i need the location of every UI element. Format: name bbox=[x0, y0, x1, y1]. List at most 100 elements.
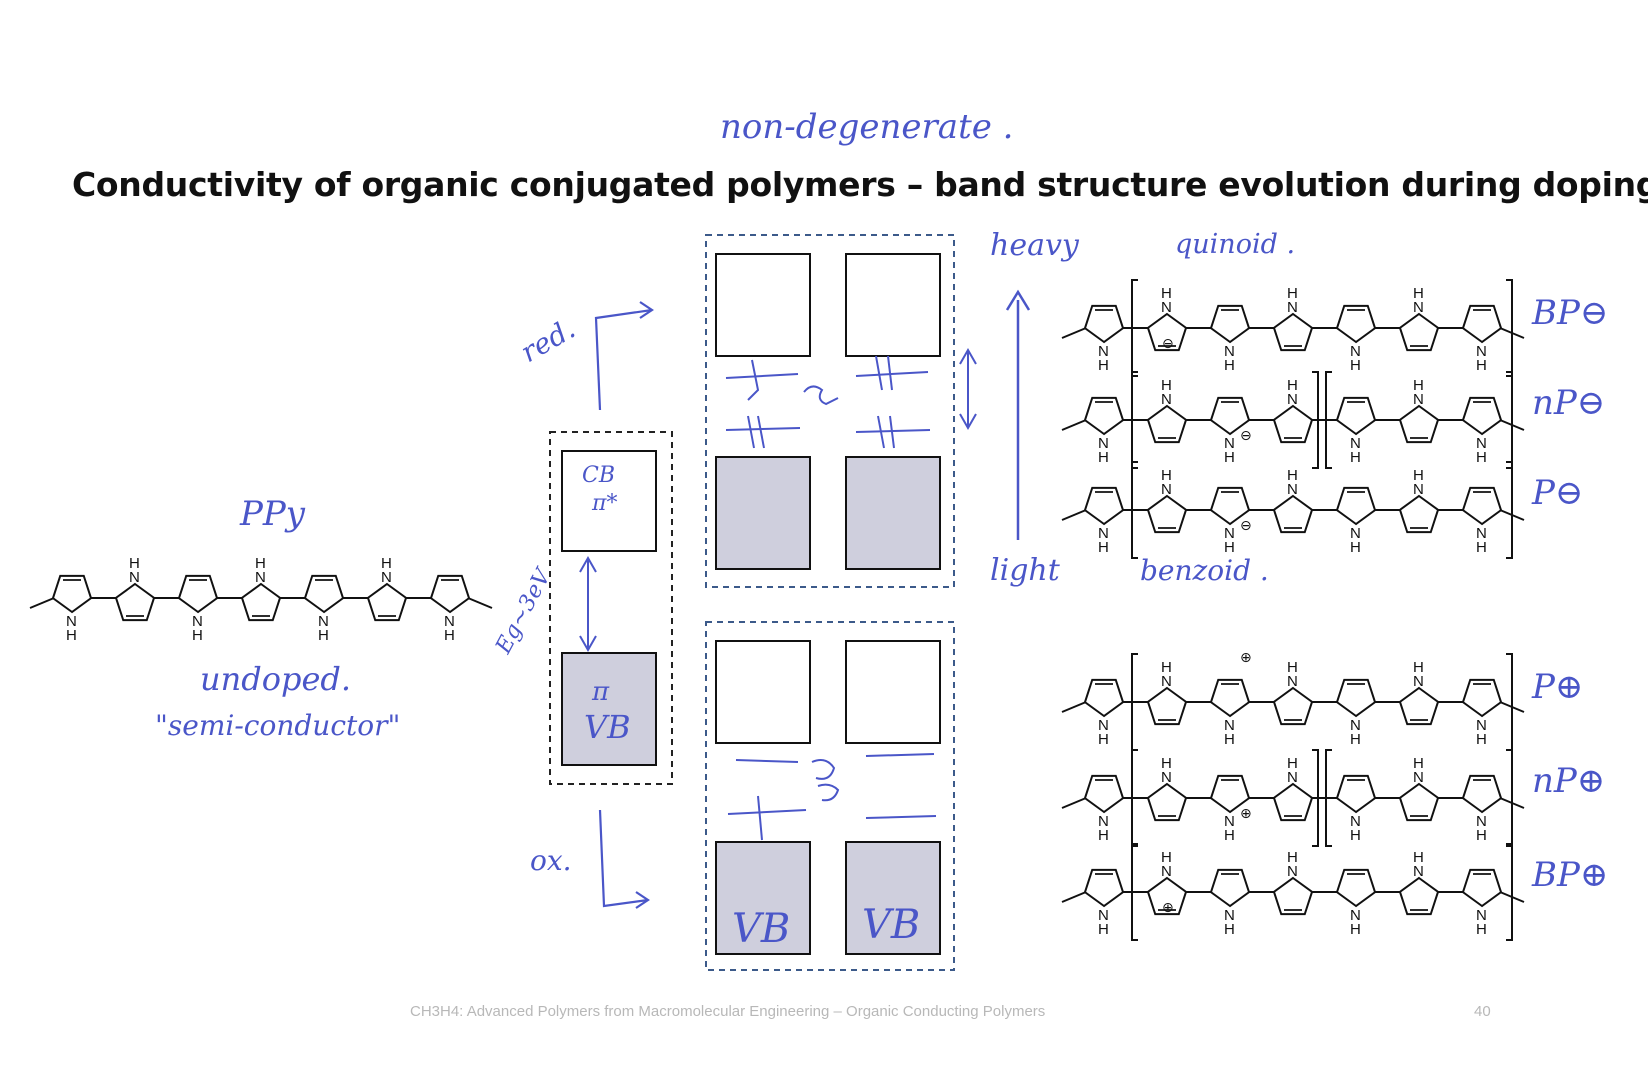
nitrogen-label: N bbox=[1224, 907, 1235, 924]
hydrogen-label: H bbox=[1098, 731, 1109, 748]
hydrogen-label: H bbox=[1350, 921, 1361, 938]
hydrogen-label: H bbox=[1287, 755, 1298, 772]
nitrogen-label: N bbox=[1350, 907, 1361, 924]
hydrogen-label: H bbox=[1413, 467, 1424, 484]
non-degenerate-note: non-degenerate . bbox=[720, 107, 1013, 147]
hydrogen-label: H bbox=[1224, 539, 1235, 556]
nitrogen-label: N bbox=[444, 613, 455, 630]
pyrrole-ring: NH bbox=[366, 555, 408, 622]
charge-marker: ⊕ bbox=[1162, 900, 1174, 916]
charge-marker: ⊖ bbox=[1240, 518, 1252, 534]
species-label: BP⊖ bbox=[1531, 293, 1608, 333]
doped-structures: NHNHNHNHNHNHNH⊖BP⊖NHNHNHNHNHNHNH⊖nP⊖NHNH… bbox=[1061, 279, 1608, 941]
hydrogen-label: H bbox=[1413, 285, 1424, 302]
reduced-vb-left bbox=[715, 456, 811, 570]
pyrrole-ring: NH bbox=[1272, 659, 1314, 726]
ppy-note: PPy bbox=[239, 494, 306, 534]
cb-label: CB bbox=[582, 463, 615, 488]
bracket-close bbox=[1506, 749, 1513, 847]
hydrogen-label: H bbox=[1476, 539, 1487, 556]
nitrogen-label: N bbox=[1161, 863, 1172, 880]
nitrogen-label: N bbox=[1350, 525, 1361, 542]
pyrrole-ring: NH bbox=[429, 574, 471, 644]
pyrrole-ring: NH bbox=[1398, 659, 1440, 726]
slide-title: Conductivity of organic conjugated polym… bbox=[72, 165, 1648, 204]
nitrogen-label: N bbox=[1476, 813, 1487, 830]
nitrogen-label: N bbox=[192, 613, 203, 630]
valence-band-box bbox=[561, 652, 657, 766]
hydrogen-label: H bbox=[1161, 377, 1172, 394]
bracket-close bbox=[1506, 279, 1513, 377]
nitrogen-label: N bbox=[1287, 391, 1298, 408]
pyrrole-ring: NH bbox=[1398, 285, 1440, 352]
nitrogen-label: N bbox=[1287, 673, 1298, 690]
reduced-band-frame bbox=[705, 234, 955, 588]
hydrogen-label: H bbox=[66, 627, 77, 644]
pyrrole-ring: NH bbox=[1398, 467, 1440, 534]
conduction-band-box bbox=[561, 450, 657, 552]
bracket-open bbox=[1131, 843, 1138, 941]
oxidized-vb-left bbox=[715, 841, 811, 955]
nitrogen-label: N bbox=[1413, 769, 1424, 786]
pyrrole-ring: NH bbox=[114, 555, 156, 622]
pyrrole-ring: NH bbox=[1272, 285, 1314, 352]
bracket-close bbox=[1506, 371, 1513, 469]
nitrogen-label: N bbox=[1476, 907, 1487, 924]
nitrogen-label: N bbox=[1350, 717, 1361, 734]
pyrrole-ring: NH bbox=[1272, 755, 1314, 822]
reduced-midgap-levels bbox=[725, 355, 931, 449]
hydrogen-label: H bbox=[1224, 357, 1235, 374]
hydrogen-label: H bbox=[1350, 449, 1361, 466]
band-gap-arrow bbox=[579, 555, 597, 653]
bracket-close bbox=[1506, 843, 1513, 941]
hydrogen-label: H bbox=[1224, 827, 1235, 844]
charge-marker: ⊖ bbox=[1162, 336, 1174, 352]
pyrrole-ring: NH bbox=[1209, 396, 1251, 466]
oxidation-arrow bbox=[598, 809, 650, 909]
bracket-close bbox=[1506, 461, 1513, 559]
quinoid-note: quinoid . bbox=[1175, 229, 1295, 260]
nitrogen-label: N bbox=[1098, 435, 1109, 452]
hydrogen-label: H bbox=[1413, 659, 1424, 676]
hydrogen-label: H bbox=[1161, 659, 1172, 676]
charge-marker: ⊕ bbox=[1240, 806, 1252, 822]
nitrogen-label: N bbox=[1287, 481, 1298, 498]
pyrrole-ring: NH bbox=[1146, 755, 1188, 822]
nitrogen-label: N bbox=[1098, 343, 1109, 360]
hydrogen-label: H bbox=[1224, 731, 1235, 748]
nitrogen-label: N bbox=[1161, 769, 1172, 786]
slide-footer: CH3H4: Advanced Polymers from Macromolec… bbox=[410, 1003, 1046, 1020]
nitrogen-label: N bbox=[1413, 673, 1424, 690]
charge-marker: ⊕ bbox=[1240, 650, 1252, 666]
nitrogen-label: N bbox=[1287, 769, 1298, 786]
pyrrole-ring: NH bbox=[1083, 396, 1125, 466]
pyrrole-ring: NH bbox=[1146, 849, 1188, 916]
band-gap-label: Eg~3eV bbox=[491, 563, 557, 658]
reduced-cb-right bbox=[845, 253, 941, 357]
pyrrole-ring: NH bbox=[1335, 396, 1377, 466]
hydrogen-label: H bbox=[1161, 755, 1172, 772]
oxidized-cb-right bbox=[845, 640, 941, 744]
bracket-open bbox=[1131, 461, 1138, 559]
pyrrole-ring: NH bbox=[1398, 755, 1440, 822]
hydrogen-label: H bbox=[1476, 449, 1487, 466]
vb-label: VB bbox=[584, 708, 631, 746]
heavy-light-arrow bbox=[1005, 289, 1031, 540]
nitrogen-label: N bbox=[1350, 435, 1361, 452]
species-label: P⊕ bbox=[1531, 667, 1583, 707]
bracket-open bbox=[1325, 371, 1332, 469]
pyrrole-ring: NH bbox=[1209, 304, 1251, 374]
oxidized-midgap-levels bbox=[727, 753, 937, 841]
undoped-band-frame bbox=[549, 431, 673, 785]
nitrogen-label: N bbox=[1161, 299, 1172, 316]
pyrrole-ring: NH bbox=[1209, 774, 1251, 844]
pyrrole-ring: NH bbox=[1461, 678, 1503, 748]
pi-star-label: π* bbox=[591, 491, 617, 516]
nitrogen-label: N bbox=[1098, 525, 1109, 542]
nitrogen-label: N bbox=[66, 613, 77, 630]
